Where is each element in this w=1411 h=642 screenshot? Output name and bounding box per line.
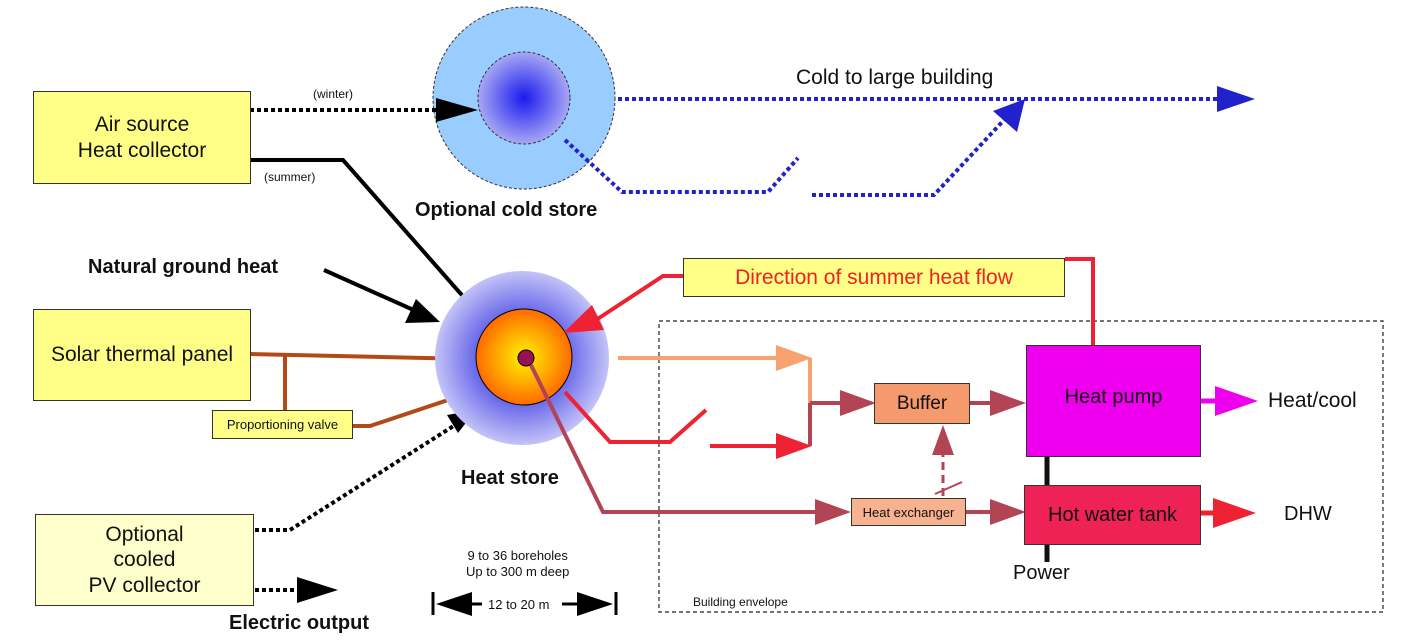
- dimension-arrowhead-left: [436, 592, 472, 616]
- summer-flow-line: [250, 158, 477, 312]
- exchanger-tick: [934, 481, 963, 495]
- summer-heat-flow-arrowhead: [563, 305, 604, 333]
- store-to-exchanger-arrowhead: [815, 499, 851, 525]
- winter-label: (winter): [313, 87, 354, 101]
- building-envelope-label: Building envelope: [693, 595, 788, 609]
- cool-return-line: [563, 390, 708, 444]
- heat-cool-output-arrowhead: [1215, 386, 1258, 416]
- cold-to-building-arrowhead: [1217, 86, 1255, 112]
- building-envelope-border: [658, 320, 1384, 613]
- hot-outflow-arrowhead: [776, 345, 812, 371]
- cold-return-line-left: [563, 138, 800, 194]
- summer-heat-flow-line: [1065, 257, 1095, 345]
- summer-label: (summer): [264, 170, 316, 184]
- hot-water-tank-box: Hot water tank: [1024, 485, 1201, 545]
- store-to-exchanger-line: [529, 364, 820, 514]
- buffer-to-heat-pump-arrowhead: [990, 390, 1026, 416]
- summer-heat-flow-box: Direction of summer heat flow: [683, 258, 1065, 297]
- pv-collector-box: Optional cooled PV collector: [35, 514, 254, 606]
- exchanger-to-buffer-arrowhead: [932, 425, 954, 455]
- natural-ground-heat-line: [323, 268, 419, 314]
- heat-pump-box: Heat pump: [1026, 345, 1201, 457]
- width-label: 12 to 20 m: [488, 597, 550, 612]
- dimension-arrowhead-right: [577, 592, 613, 616]
- cold-return-arrowhead: [993, 99, 1025, 132]
- cold-return-line-right: [812, 118, 1006, 197]
- winter-flow-arrowhead: [436, 98, 478, 122]
- natural-ground-heat-arrowhead: [405, 299, 440, 323]
- buffer-box: Buffer: [874, 383, 970, 424]
- dhw-output-arrowhead: [1213, 498, 1256, 528]
- cold-store-label: Optional cold store: [415, 199, 598, 221]
- cold-store-inner: [477, 51, 571, 145]
- proportioning-valve-box: Proportioning valve: [212, 410, 353, 439]
- cold-to-building-label: Cold to large building: [796, 66, 994, 89]
- solar-thermal-panel-box: Solar thermal panel: [33, 309, 251, 401]
- boreholes-label: 9 to 36 boreholes Up to 300 m deep: [466, 548, 570, 579]
- cool-return-arrowhead: [776, 433, 812, 459]
- heat-cool-label: Heat/cool: [1268, 389, 1357, 412]
- heat-exchanger-box: Heat exchanger: [851, 498, 966, 526]
- air-source-heat-collector-box: Air source Heat collector: [33, 91, 251, 184]
- summer-heat-flow-line-left: [594, 274, 683, 322]
- pv-flow-line: [255, 423, 457, 532]
- dhw-label: DHW: [1284, 503, 1332, 525]
- electric-output-label: Electric output: [229, 612, 370, 634]
- power-label: Power: [1013, 562, 1070, 584]
- valve-return-line: [350, 394, 461, 428]
- exchanger-to-tank-arrowhead: [990, 499, 1026, 525]
- heat-store-core: [517, 349, 535, 367]
- heat-store-label: Heat store: [461, 467, 559, 489]
- buffer-input-arrowhead: [840, 390, 876, 416]
- electric-output-arrowhead: [297, 577, 338, 603]
- natural-ground-heat-label: Natural ground heat: [88, 256, 279, 278]
